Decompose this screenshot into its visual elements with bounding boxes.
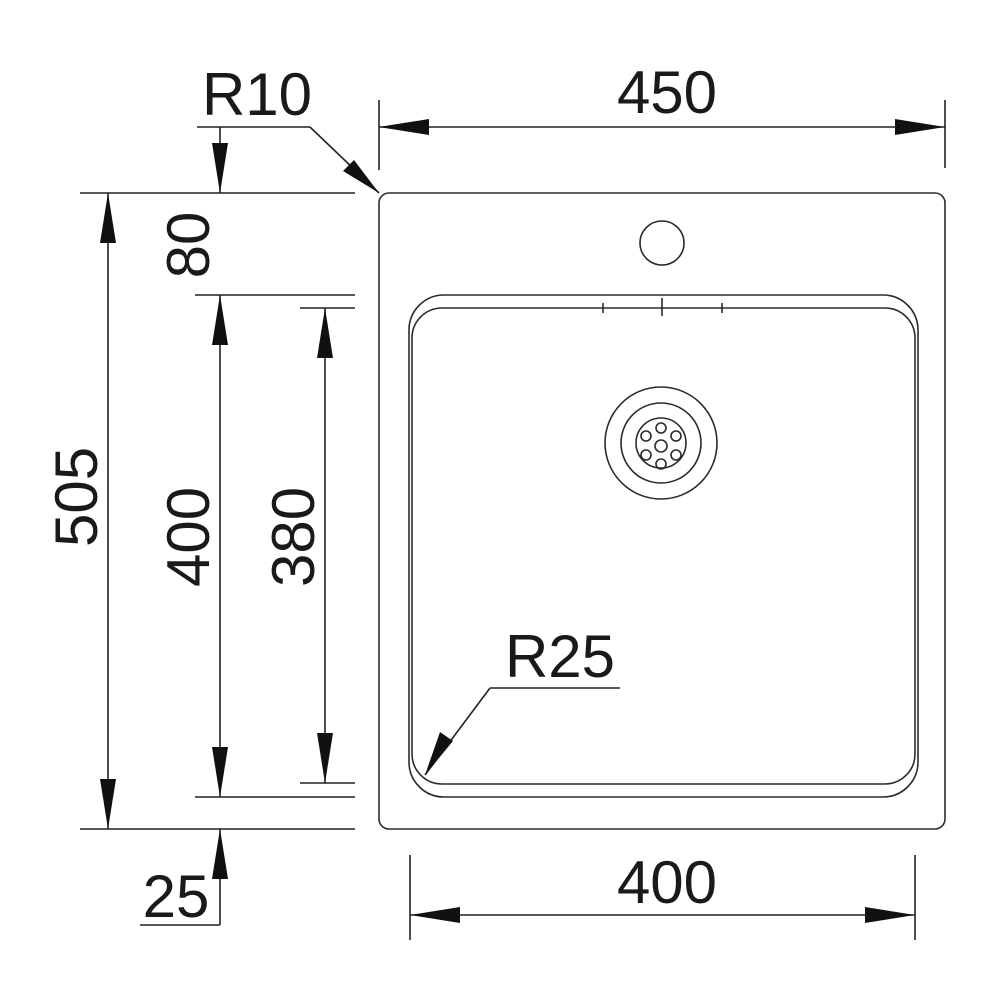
drain-icon <box>604 386 718 500</box>
dim-bowl-radius-label: R25 <box>505 623 615 690</box>
arrowheads <box>100 119 945 923</box>
dim-bowl-length-label: 400 <box>155 487 222 587</box>
dim-outer-radius-label: R10 <box>202 61 312 128</box>
sink-outer-outline <box>378 192 946 830</box>
bowl-outer-edge <box>408 294 919 798</box>
dim-bowl-width-label: 400 <box>617 849 717 916</box>
dim-overall-width-label: 450 <box>617 59 717 126</box>
dim-bowl-inner-length-label: 380 <box>260 487 327 587</box>
tap-hole <box>639 220 685 266</box>
dim-top-margin-label: 80 <box>155 212 222 279</box>
dim-overall-length-label: 505 <box>43 447 110 547</box>
dim-bottom-margin-label: 25 <box>143 863 210 930</box>
bowl-inner-edge <box>411 307 916 785</box>
center-ticks <box>602 298 723 316</box>
extension-lines <box>80 100 946 940</box>
dimension-lines <box>107 126 945 926</box>
